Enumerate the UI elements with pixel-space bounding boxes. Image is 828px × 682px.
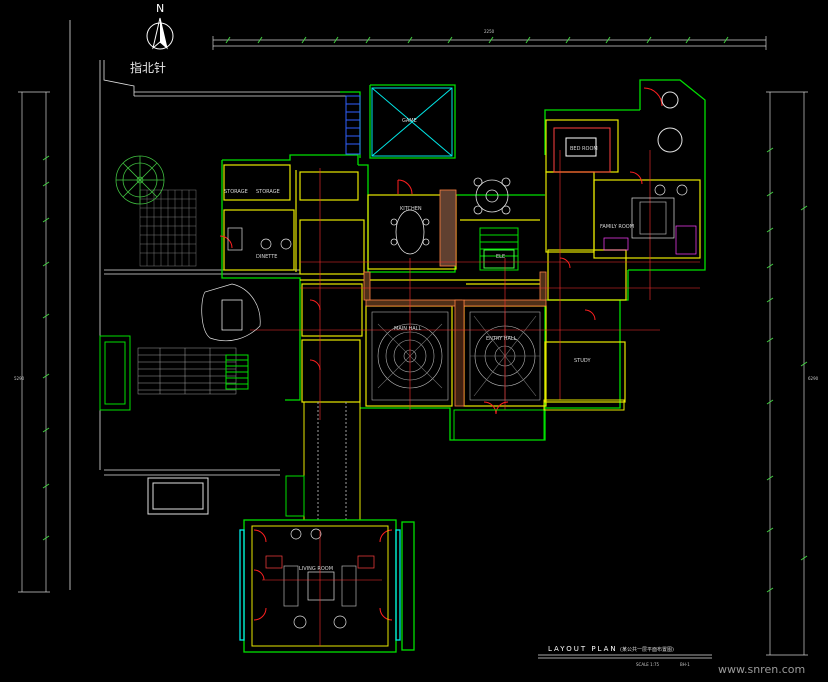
room-game: GAME: [402, 118, 417, 124]
blue-balcony: [345, 95, 361, 155]
plan-code: BH-1: [680, 662, 690, 667]
room-storage-1: STORAGE: [224, 189, 248, 195]
room-living: LIVING ROOM: [299, 566, 333, 572]
left-dimension-ticks: [42, 155, 50, 541]
top-dimension-value: 2250: [484, 29, 495, 34]
site-boundary: [69, 20, 350, 590]
door-swings: [219, 87, 663, 621]
north-letter: N: [156, 2, 164, 15]
room-hall-left: MAIN HALL: [394, 326, 422, 332]
pergola-left: [99, 335, 131, 411]
north-caption: 指北针: [130, 60, 166, 75]
right-dimension-line: [766, 91, 808, 656]
north-arrow: N: [146, 2, 174, 50]
top-dimension-line: [212, 36, 767, 50]
room-guest-bed: BED ROOM: [570, 146, 598, 152]
dining-set: [390, 209, 430, 255]
front-steps: [453, 399, 625, 441]
plan-scale: SCALE 1:75: [636, 662, 660, 667]
top-court: [371, 87, 453, 157]
right-dimension-value: 6290: [808, 376, 819, 381]
room-hall-right: ENTRY HALL: [486, 336, 517, 342]
right-dimension-ticks: [766, 147, 808, 593]
plan-subtitle: (某公共一层平面布置图): [620, 646, 674, 653]
bath-fixtures-left: [201, 227, 292, 342]
corridor: [285, 402, 361, 520]
round-table: [473, 177, 511, 215]
tree-symbol: [115, 155, 165, 205]
room-study: STUDY: [574, 358, 591, 364]
stair-left: [225, 354, 249, 390]
left-dimension-value: 5290: [14, 376, 25, 381]
title-block: LAYOUT PLAN (某公共一层平面布置图) SCALE 1:75 BH-1: [538, 645, 712, 667]
room-storage-2: STORAGE: [256, 189, 280, 195]
stair-core: [479, 227, 519, 271]
paving-grid-left: [139, 189, 197, 267]
top-dimension-ticks: [225, 36, 729, 44]
pool-bottom-left: [147, 477, 209, 515]
plan-title: LAYOUT PLAN: [548, 645, 618, 653]
watermark: www.snren.com: [718, 663, 805, 676]
axis-grid: [250, 150, 700, 420]
room-family: FAMILY ROOM: [600, 224, 634, 230]
bath-top-right: [553, 91, 683, 173]
exterior-walls: [221, 79, 706, 441]
room-dining: DINETTE: [256, 254, 277, 260]
room-labels: STORAGE STORAGE DINETTE KITCHEN FAMILY R…: [224, 118, 634, 572]
bedroom-furniture: [603, 184, 697, 255]
room-kitchen: KITCHEN: [400, 206, 422, 212]
room-elevator: ELE: [496, 254, 505, 260]
left-dimension-line: [18, 91, 50, 593]
pavilion-furniture: [262, 528, 382, 646]
left-terrace: [137, 347, 237, 395]
